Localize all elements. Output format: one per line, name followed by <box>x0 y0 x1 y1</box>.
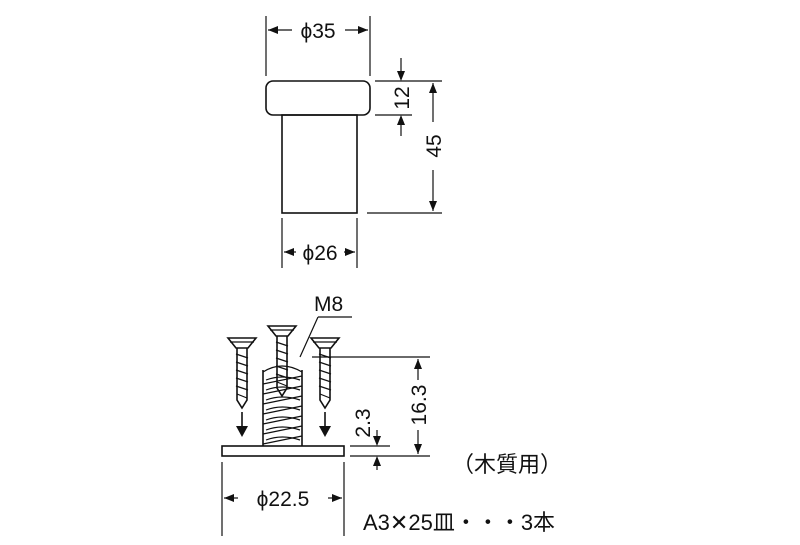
stopper-body <box>281 114 358 214</box>
stopper-top-view <box>265 80 371 214</box>
thread-callout: M8 <box>299 293 352 358</box>
cap-diameter-label: ϕ35 <box>300 20 335 43</box>
body-diameter-label: ϕ26 <box>302 242 337 265</box>
screw-left <box>226 337 258 437</box>
screw-spec-note: A3✕25皿・・・3本 <box>363 510 555 535</box>
stopper-cap <box>265 80 371 116</box>
base-plate <box>221 445 345 457</box>
cap-height-label: 12 <box>391 86 414 109</box>
dim-plate-thickness: 2.3 <box>350 408 390 470</box>
stud-length-label: 16.3 <box>408 385 431 426</box>
thread-label: M8 <box>314 293 343 316</box>
screw-center <box>266 325 298 398</box>
dim-cap-height: 12 <box>375 58 414 136</box>
dim-total-height: 45 <box>367 80 446 214</box>
total-height-label: 45 <box>423 134 446 157</box>
dim-body-diameter: ϕ26 <box>281 218 358 268</box>
threaded-stud <box>262 365 303 446</box>
plate-diameter-label: ϕ22.5 <box>257 488 310 511</box>
dim-stud-length: 16.3 <box>312 356 431 457</box>
plate-thickness-label: 2.3 <box>352 408 375 437</box>
screw-right <box>309 337 341 437</box>
dim-plate-diameter: ϕ22.5 <box>221 462 345 536</box>
usage-note: （木質用） <box>452 452 562 477</box>
dim-cap-diameter: ϕ35 <box>265 16 371 76</box>
